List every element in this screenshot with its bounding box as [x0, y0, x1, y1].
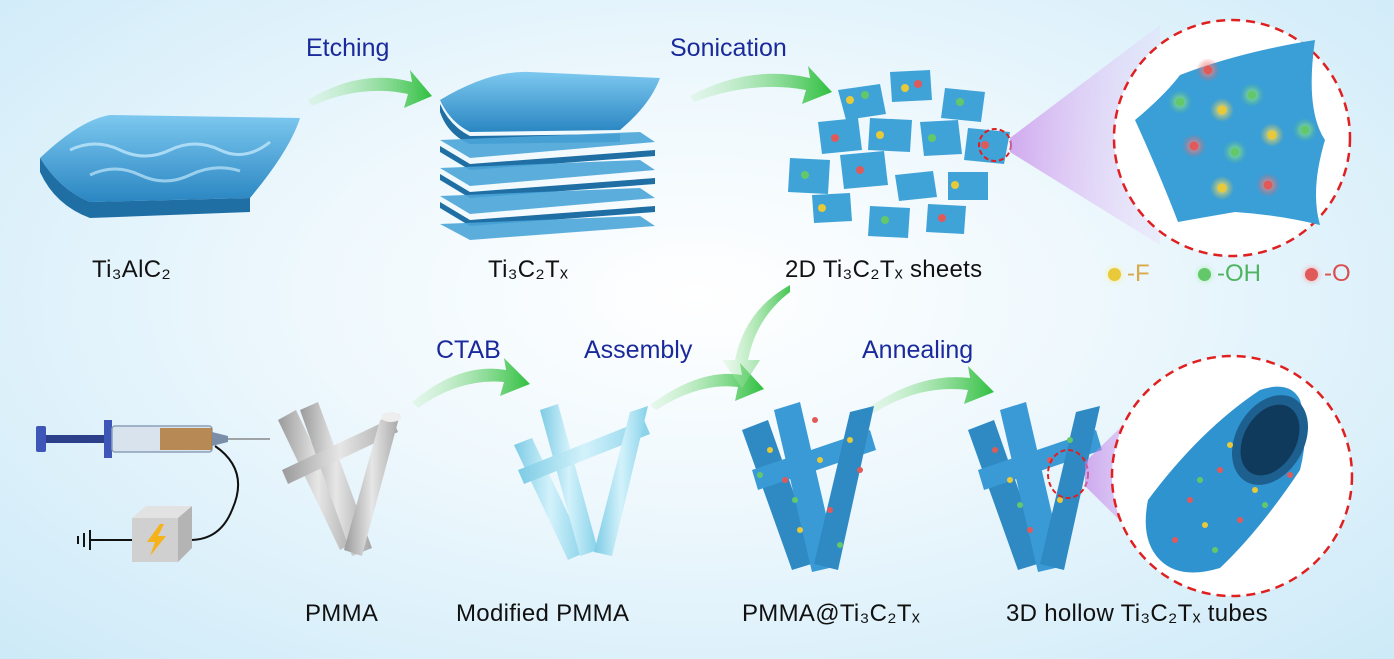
tubes-label: 3D hollow Ti₃C₂Tₓ tubes: [1006, 600, 1268, 627]
pmma-ti3c2tx-label: PMMA@Ti₃C₂Tₓ: [742, 600, 921, 627]
pmma-ti3c2tx-fibers-icon: [742, 402, 876, 572]
legend-o-text: -O: [1324, 260, 1351, 287]
pmma-fibers-icon: [278, 402, 401, 556]
legend-item-f: -F: [1108, 260, 1150, 288]
ti3c2tx-flakes-icon: [788, 70, 1010, 238]
ctab-label: CTAB: [436, 336, 501, 364]
ti3c2tx-label: Ti₃C₂Tₓ: [488, 256, 569, 283]
oh-dot-icon: [1198, 267, 1211, 281]
legend-item-oh: -OH: [1198, 260, 1261, 288]
ti3c2tx-stack-icon: [440, 71, 660, 240]
legend-f-text: -F: [1127, 260, 1150, 287]
ti3alc2-label: Ti₃AlC₂: [92, 256, 171, 283]
assembly-label: Assembly: [584, 336, 693, 364]
lightning-icon: [147, 524, 166, 556]
arrows: [308, 66, 994, 413]
sheets-down-arrow: [722, 285, 790, 388]
ground-icon: [77, 530, 91, 550]
ctab-arrow: [412, 358, 530, 408]
hollow-tubes-icon: [968, 402, 1102, 572]
sonication-label: Sonication: [670, 34, 787, 62]
legend-item-o: -O: [1305, 260, 1351, 288]
tube-zoom: [1047, 354, 1354, 598]
modified-pmma-fibers-icon: [514, 404, 650, 560]
ti3alc2-slab-icon: [40, 115, 300, 218]
o-dot-icon: [1305, 267, 1318, 281]
pmma-label: PMMA: [305, 600, 379, 627]
syringe-icon: [36, 420, 270, 458]
etching-label: Etching: [306, 34, 390, 62]
f-dot-icon: [1108, 267, 1121, 281]
legend-oh-text: -OH: [1217, 260, 1261, 287]
sonication-arrow: [690, 66, 832, 104]
flake-zoom: [978, 18, 1352, 258]
power-supply-icon: [132, 506, 192, 562]
modified-pmma-label: Modified PMMA: [456, 600, 630, 627]
etching-arrow: [308, 70, 432, 108]
annealing-label: Annealing: [862, 336, 974, 364]
wire: [189, 445, 240, 541]
annealing-arrow: [868, 366, 994, 413]
sheets-label: 2D Ti₃C₂Tₓ sheets: [785, 256, 983, 283]
